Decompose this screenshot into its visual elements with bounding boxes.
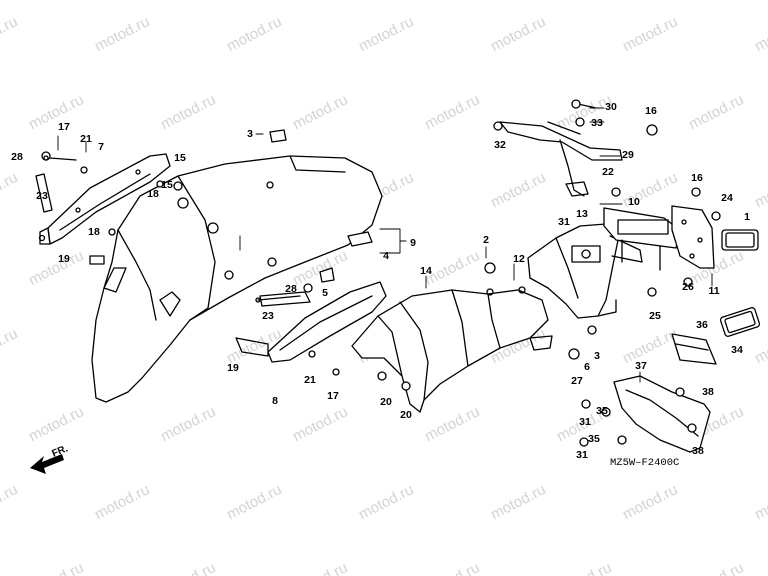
callout-11: 11 — [708, 284, 720, 297]
callout-33: 33 — [591, 116, 603, 129]
callout-25: 25 — [649, 309, 661, 322]
callout-13: 13 — [576, 207, 588, 220]
callout-6: 6 — [584, 360, 590, 373]
callout-34: 34 — [731, 343, 743, 356]
callout-15: 15 — [174, 151, 186, 164]
diagram-code: MZ5W–F2400C — [610, 457, 680, 469]
callout-14: 14 — [420, 264, 432, 277]
callout-23: 23 — [262, 309, 274, 322]
callout-7: 7 — [98, 140, 104, 153]
callout-18: 18 — [88, 225, 100, 238]
callout-22: 22 — [602, 165, 614, 178]
splash-guard-part — [613, 375, 711, 453]
callout-3: 3 — [594, 349, 600, 362]
callout-28: 28 — [285, 282, 297, 295]
callout-38: 38 — [702, 385, 714, 398]
license-bracket-part — [499, 121, 623, 197]
callout-8: 8 — [272, 394, 278, 407]
callout-35: 35 — [588, 432, 600, 445]
mounting-plate-part — [671, 205, 715, 269]
callout-16: 16 — [645, 104, 657, 117]
callout-18: 18 — [147, 187, 159, 200]
leader-lines — [57, 107, 713, 383]
callout-15: 15 — [161, 178, 173, 191]
callout-17: 17 — [58, 120, 70, 133]
callout-5: 5 — [322, 286, 328, 299]
callout-38: 38 — [692, 444, 704, 457]
reflector-parts — [719, 229, 761, 337]
callout-30: 30 — [605, 100, 617, 113]
callout-20: 20 — [400, 408, 412, 421]
callout-26: 26 — [682, 280, 694, 293]
callout-17: 17 — [327, 389, 339, 402]
callout-37: 37 — [635, 359, 647, 372]
callout-24: 24 — [721, 191, 733, 204]
callout-27: 27 — [571, 374, 583, 387]
callout-35: 35 — [596, 404, 608, 417]
right-rail-part — [235, 281, 387, 363]
inner-fender-part — [351, 286, 553, 413]
small-rubber-parts — [89, 129, 373, 283]
callout-9: 9 — [410, 236, 416, 249]
callout-4: 4 — [383, 249, 389, 262]
callout-21: 21 — [80, 132, 92, 145]
callout-31: 31 — [579, 415, 591, 428]
callout-21: 21 — [304, 373, 316, 386]
callout-31: 31 — [576, 448, 588, 461]
callout-16: 16 — [691, 171, 703, 184]
fastener-parts — [35, 99, 721, 447]
rear-fender-part — [91, 155, 383, 403]
plate-36-part — [671, 333, 717, 365]
callout-19: 19 — [58, 252, 70, 265]
callout-28: 28 — [11, 150, 23, 163]
callout-3: 3 — [247, 127, 253, 140]
callout-29: 29 — [622, 148, 634, 161]
callout-31: 31 — [558, 215, 570, 228]
callout-32: 32 — [494, 138, 506, 151]
callout-20: 20 — [380, 395, 392, 408]
callout-19: 19 — [227, 361, 239, 374]
callout-1: 1 — [744, 210, 750, 223]
left-rail-part — [38, 153, 171, 245]
front-direction-arrow — [30, 454, 64, 474]
callout-2: 2 — [483, 233, 489, 246]
callout-10: 10 — [628, 195, 640, 208]
rear-bracket-part — [527, 223, 643, 319]
callout-36: 36 — [696, 318, 708, 331]
callout-12: 12 — [513, 252, 525, 265]
taillight-part — [603, 207, 681, 271]
callout-23: 23 — [36, 189, 48, 202]
